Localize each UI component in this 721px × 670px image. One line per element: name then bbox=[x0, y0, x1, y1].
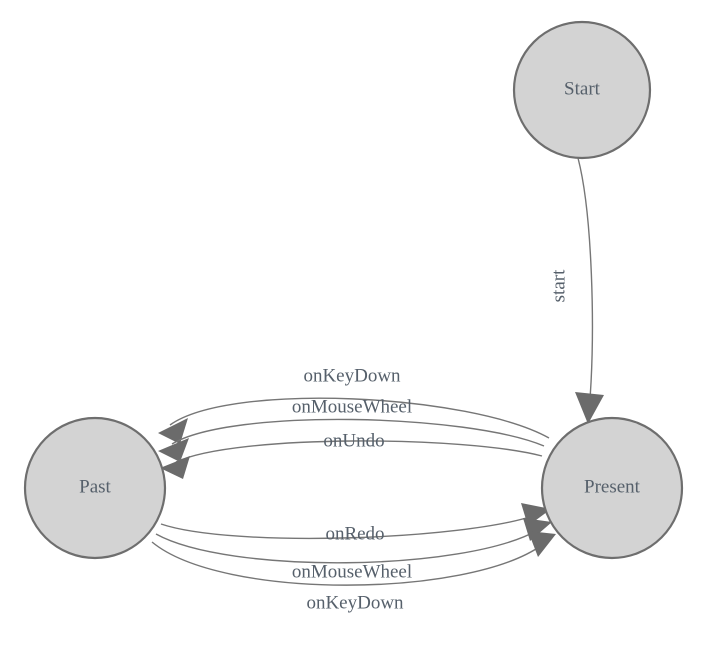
edge-present-to-past-undo[interactable]: onUndo bbox=[160, 430, 543, 479]
node-past-label: Past bbox=[79, 476, 111, 497]
edge-path-past-present-keydown bbox=[151, 541, 543, 586]
node-start[interactable]: Start bbox=[512, 20, 652, 160]
edge-path-past-present-mousewheel bbox=[155, 529, 539, 564]
edge-past-to-present-keydown[interactable]: onKeyDown bbox=[151, 531, 556, 613]
edge-path-past-present-redo bbox=[160, 514, 537, 540]
arrowhead-start-present bbox=[575, 392, 604, 424]
arrowhead-present-past-undo bbox=[160, 456, 190, 479]
edges-layer: start onKeyDown onMouseWheel onUndo bbox=[151, 157, 604, 613]
edge-label-past-present-mousewheel: onMouseWheel bbox=[292, 561, 412, 582]
node-start-label: Start bbox=[564, 78, 601, 99]
arrowhead-present-past-keydown bbox=[158, 418, 188, 444]
edge-start-to-present[interactable]: start bbox=[548, 157, 604, 424]
edge-label-past-present-redo: onRedo bbox=[325, 523, 384, 544]
edge-label-present-past-undo: onUndo bbox=[323, 430, 384, 451]
edge-path-present-past-undo bbox=[175, 440, 543, 463]
node-past-circle bbox=[23, 416, 167, 560]
edge-label-start: start bbox=[548, 269, 569, 302]
node-start-circle bbox=[512, 20, 652, 160]
nodes-layer: Start Past Present bbox=[23, 20, 684, 560]
node-past[interactable]: Past bbox=[23, 416, 167, 560]
edge-label-present-past-mousewheel: onMouseWheel bbox=[292, 396, 412, 417]
node-present[interactable]: Present bbox=[540, 416, 684, 560]
edge-present-to-past-keydown[interactable]: onKeyDown bbox=[158, 365, 550, 444]
edge-present-to-past-mousewheel[interactable]: onMouseWheel bbox=[158, 396, 545, 462]
node-present-label: Present bbox=[584, 476, 641, 497]
node-present-circle bbox=[540, 416, 684, 560]
edge-past-to-present-redo[interactable]: onRedo bbox=[160, 503, 551, 544]
arrowhead-present-past-mousewheel bbox=[158, 438, 189, 462]
edge-path-present-past-keydown bbox=[169, 397, 550, 439]
edge-path-start-present bbox=[577, 157, 594, 413]
edge-label-past-present-keydown: onKeyDown bbox=[306, 592, 404, 613]
edge-path-present-past-mousewheel bbox=[171, 418, 545, 447]
arrowhead-past-present-keydown bbox=[528, 531, 556, 557]
edge-label-present-past-keydown: onKeyDown bbox=[303, 365, 401, 386]
